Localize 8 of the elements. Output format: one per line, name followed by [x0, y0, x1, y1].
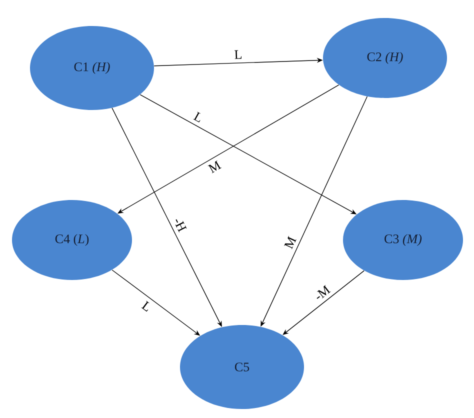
edge-label: L: [192, 110, 206, 124]
arrow: [282, 270, 364, 335]
edge-label: M: [206, 158, 224, 175]
edge-label: -M: [312, 283, 332, 303]
edge-label: M: [282, 234, 298, 251]
edge-label: L: [233, 49, 244, 60]
edge-label: L: [140, 299, 154, 314]
edge-label: -H: [172, 215, 188, 234]
